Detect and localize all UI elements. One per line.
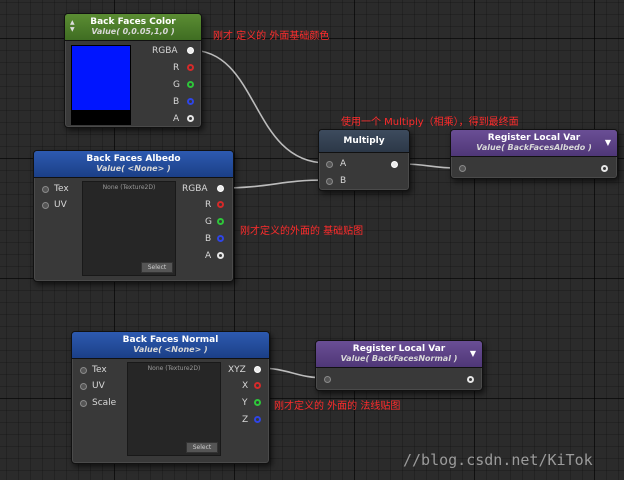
output-port[interactable]: [391, 161, 398, 168]
output-port-b[interactable]: [217, 235, 224, 242]
node-title: Back Faces Albedo: [86, 154, 181, 164]
input-label-tex: Tex: [54, 184, 69, 194]
node-header[interactable]: Multiply: [319, 130, 409, 153]
texture-caption: None (Texture2D): [147, 365, 201, 372]
annotation-color: 刚才 定义的 外面基础颜色: [213, 31, 330, 42]
node-header[interactable]: Back Faces Normal Value( <None> ): [72, 332, 269, 359]
node-register-local-var-normal[interactable]: Register Local Var Value( BackFacesNorma…: [315, 340, 483, 391]
output-label-rgba: RGBA: [182, 184, 208, 194]
output-label-r: R: [205, 200, 212, 210]
input-label-uv: UV: [54, 200, 67, 210]
output-port-z[interactable]: [254, 416, 261, 423]
input-label-uv: UV: [92, 381, 105, 391]
node-subtitle: Value( 0,0.05,1,0 ): [91, 27, 175, 36]
node-subtitle: Value( BackFacesAlbedo ): [476, 143, 592, 152]
input-port-uv[interactable]: [42, 202, 49, 209]
output-label-xyz: XYZ: [228, 365, 246, 375]
output-label-a: A: [205, 251, 212, 261]
output-label-b: B: [205, 234, 212, 244]
annotation-albedo: 刚才定义的外面的 基础贴图: [240, 226, 364, 237]
output-port-a[interactable]: [217, 252, 224, 259]
texture-preview[interactable]: None (Texture2D) Select: [127, 362, 221, 456]
node-back-faces-color[interactable]: ▲▼ Back Faces Color Value( 0,0.05,1,0 ) …: [64, 13, 202, 128]
output-label-x: X: [242, 381, 249, 391]
output-label-g: G: [205, 217, 212, 227]
output-port-xyz[interactable]: [254, 366, 261, 373]
output-label-y: Y: [242, 398, 248, 408]
node-title: Register Local Var: [352, 344, 446, 354]
annotation-normal: 刚才定义的 外面的 法线贴图: [274, 401, 401, 412]
select-texture-button[interactable]: Select: [141, 262, 173, 273]
expand-collapse-icon[interactable]: ▲▼: [70, 19, 75, 33]
output-label-a: A: [173, 114, 180, 124]
output-port-b[interactable]: [187, 98, 194, 105]
input-port-a[interactable]: [326, 161, 333, 168]
node-multiply[interactable]: Multiply A B: [318, 129, 410, 191]
node-title: Multiply: [343, 136, 385, 146]
input-port-scale[interactable]: [80, 400, 87, 407]
output-port-rgba[interactable]: [217, 185, 224, 192]
wire-color-to-multiply: [189, 49, 327, 164]
select-texture-button[interactable]: Select: [186, 442, 218, 453]
output-port-r[interactable]: [217, 201, 224, 208]
node-header[interactable]: Register Local Var Value( BackFacesAlbed…: [451, 130, 617, 157]
output-port-y[interactable]: [254, 399, 261, 406]
dropdown-arrow-icon[interactable]: ▼: [604, 138, 611, 147]
output-label-rgba: RGBA: [152, 46, 178, 56]
color-swatch[interactable]: [71, 45, 131, 125]
input-label-b: B: [340, 176, 347, 186]
texture-caption: None (Texture2D): [102, 184, 156, 191]
annotation-multiply: 使用一个 Multiply（相乘），得到最终面: [341, 117, 519, 128]
output-label-g: G: [173, 80, 180, 90]
output-port-g[interactable]: [187, 81, 194, 88]
node-subtitle: Value( <None> ): [96, 164, 171, 173]
dropdown-arrow-icon[interactable]: ▼: [469, 349, 476, 358]
input-port-tex[interactable]: [80, 367, 87, 374]
node-title: Register Local Var: [487, 133, 581, 143]
output-port[interactable]: [601, 165, 608, 172]
output-port-a[interactable]: [187, 115, 194, 122]
output-label-r: R: [173, 63, 180, 73]
texture-preview[interactable]: None (Texture2D) Select: [82, 181, 176, 276]
node-subtitle: Value( BackFacesNormal ): [340, 354, 458, 363]
output-port-r[interactable]: [187, 64, 194, 71]
node-register-local-var-albedo[interactable]: Register Local Var Value( BackFacesAlbed…: [450, 129, 618, 179]
output-port-rgba[interactable]: [187, 47, 194, 54]
watermark: //blog.csdn.net/KiTok: [403, 451, 593, 469]
output-port-x[interactable]: [254, 382, 261, 389]
node-title: Back Faces Normal: [122, 335, 219, 345]
node-header[interactable]: ▲▼ Back Faces Color Value( 0,0.05,1,0 ): [65, 14, 201, 41]
output-port-g[interactable]: [217, 218, 224, 225]
node-header[interactable]: Register Local Var Value( BackFacesNorma…: [316, 341, 482, 368]
input-label-scale: Scale: [92, 398, 117, 408]
node-back-faces-normal[interactable]: Back Faces Normal Value( <None> ) Tex UV…: [71, 331, 270, 464]
node-header[interactable]: Back Faces Albedo Value( <None> ): [34, 151, 233, 178]
output-port[interactable]: [467, 376, 474, 383]
input-label-tex: Tex: [92, 365, 107, 375]
wire-albedo-to-multiply: [220, 179, 327, 189]
input-port-tex[interactable]: [42, 186, 49, 193]
node-title: Back Faces Color: [90, 17, 176, 27]
input-port-uv[interactable]: [80, 383, 87, 390]
output-label-b: B: [173, 97, 180, 107]
input-port-b[interactable]: [326, 178, 333, 185]
node-back-faces-albedo[interactable]: Back Faces Albedo Value( <None> ) Tex UV…: [33, 150, 234, 282]
input-port[interactable]: [324, 376, 331, 383]
input-label-a: A: [340, 159, 347, 169]
input-port[interactable]: [459, 165, 466, 172]
output-label-z: Z: [242, 415, 249, 425]
node-subtitle: Value( <None> ): [133, 345, 208, 354]
